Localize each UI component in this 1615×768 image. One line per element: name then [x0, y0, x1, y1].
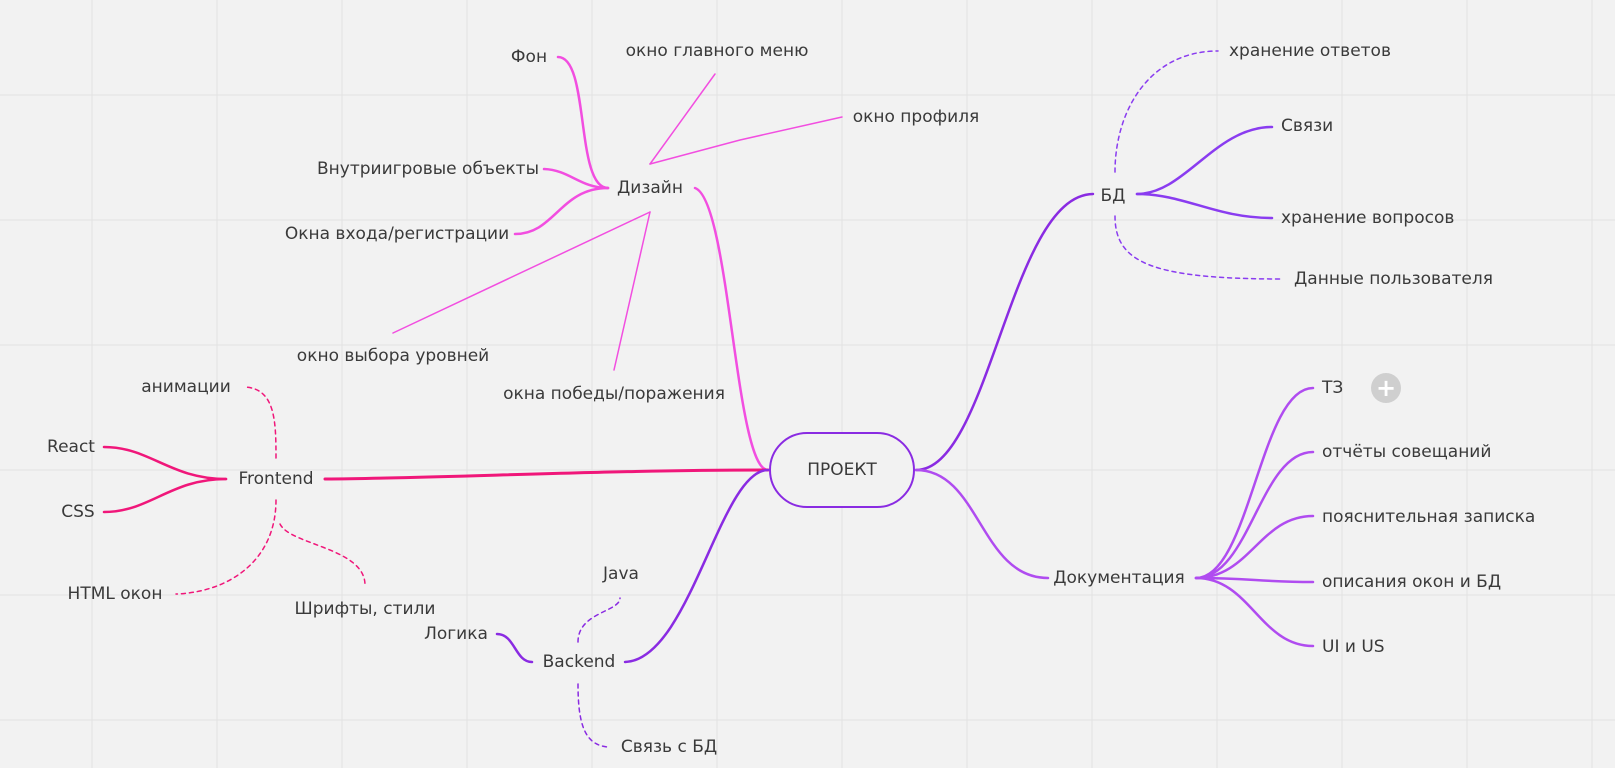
node-design-child[interactable]: Внутриигровые объекты: [316, 159, 540, 179]
node-db[interactable]: БД: [1100, 186, 1126, 206]
edge-docs-tz: [1194, 386, 1315, 580]
node-backend-child[interactable]: Java: [603, 564, 639, 584]
node-design-child[interactable]: окно главного меню: [625, 41, 809, 61]
node-frontend-child[interactable]: Шрифты, стили: [294, 599, 436, 619]
edge-root-frontend: [323, 468, 770, 481]
edge-db-links: [1135, 125, 1274, 196]
node-backend-child[interactable]: Логика: [424, 624, 488, 644]
node-db-child[interactable]: Данные пользователя: [1294, 269, 1493, 289]
edge-root-backend: [623, 468, 770, 664]
node-design-child[interactable]: окно выбора уровней: [296, 346, 490, 366]
edge-backend-db-link: [577, 683, 609, 748]
node-frontend-child[interactable]: анимации: [141, 377, 231, 397]
edge-design-profile: [649, 116, 843, 165]
edge-docs-uius: [1194, 576, 1315, 648]
node-docs[interactable]: Документация: [1053, 568, 1185, 588]
node-design-child[interactable]: окно профиля: [852, 107, 980, 127]
edge-docs-reports: [1194, 450, 1315, 580]
add-node-button[interactable]: +: [1371, 373, 1401, 403]
edge-db-answers: [1114, 50, 1219, 173]
node-frontend-child[interactable]: CSS: [61, 502, 95, 522]
edge-frontend-css: [102, 477, 228, 514]
node-docs-child[interactable]: описания окон и БД: [1322, 572, 1502, 592]
edge-root-docs: [914, 468, 1050, 580]
node-backend-child[interactable]: Связь с БД: [620, 737, 718, 757]
edge-design-ingame: [542, 167, 610, 190]
edge-design-login: [513, 186, 610, 236]
edge-design-levels: [392, 211, 651, 334]
node-db-child[interactable]: хранение ответов: [1229, 41, 1391, 61]
edge-root-design: [693, 186, 770, 472]
edge-db-userdata: [1114, 215, 1283, 280]
node-design[interactable]: Дизайн: [617, 178, 683, 198]
edge-frontend-animation: [243, 386, 277, 459]
root-node[interactable]: ПРОЕКТ: [769, 432, 915, 508]
node-design-child[interactable]: Окна входа/регистрации: [284, 224, 510, 244]
edge-frontend-fonts: [279, 523, 366, 586]
edge-frontend-react: [102, 445, 228, 481]
edge-backend-logic: [495, 632, 534, 664]
edge-design-fon: [556, 55, 610, 190]
edge-frontend-html: [175, 499, 277, 595]
node-frontend-child[interactable]: HTML окон: [67, 584, 163, 604]
edge-design-main-menu: [649, 73, 716, 165]
node-design-child[interactable]: Фон: [510, 47, 548, 67]
node-db-child[interactable]: Связи: [1281, 116, 1334, 136]
edge-backend-java: [577, 597, 621, 643]
edge-docs-note: [1194, 514, 1315, 580]
node-db-child[interactable]: хранение вопросов: [1281, 208, 1455, 228]
node-docs-child[interactable]: UI и US: [1322, 637, 1385, 657]
edge-docs-descriptions: [1194, 576, 1315, 584]
node-frontend[interactable]: Frontend: [238, 469, 314, 489]
node-docs-child[interactable]: отчёты совещаний: [1322, 442, 1492, 462]
node-backend[interactable]: Backend: [542, 652, 616, 672]
node-frontend-child[interactable]: React: [47, 437, 95, 457]
edge-root-db: [914, 192, 1095, 472]
edge-design-win: [613, 211, 651, 371]
node-design-child[interactable]: окна победы/поражения: [503, 384, 725, 404]
node-docs-child[interactable]: ТЗ: [1322, 378, 1344, 398]
edge-db-questions: [1135, 192, 1274, 220]
node-docs-child[interactable]: пояснительная записка: [1322, 507, 1536, 527]
